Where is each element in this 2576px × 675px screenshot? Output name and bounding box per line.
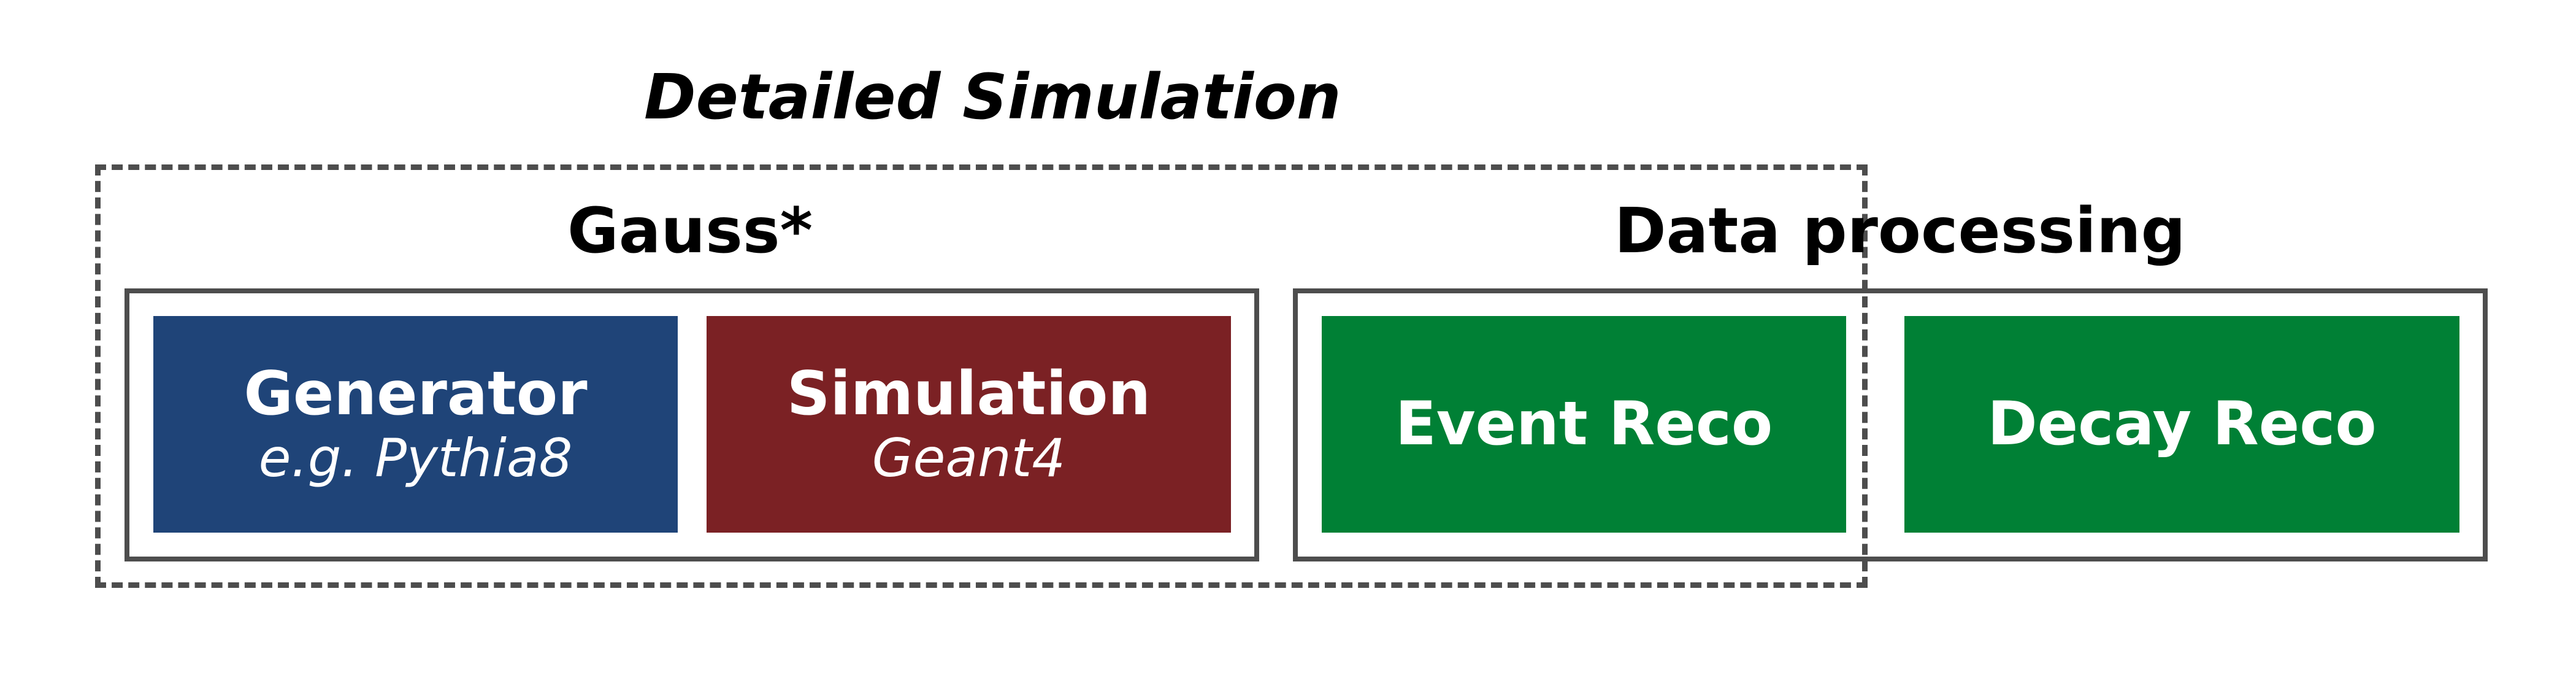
generator-block: Generator e.g. Pythia8 xyxy=(153,316,678,533)
data-processing-group-box xyxy=(1293,288,2488,561)
simulation-block-title: Simulation xyxy=(786,358,1151,429)
data-processing-group-label: Data processing xyxy=(1614,195,2186,268)
event-reco-block: Event Reco xyxy=(1322,316,1846,533)
detailed-simulation-boundary xyxy=(95,164,1868,588)
decay-reco-block-title: Decay Reco xyxy=(1987,389,2377,460)
gauss-group-label: Gauss* xyxy=(567,195,813,268)
event-reco-block-title: Event Reco xyxy=(1395,389,1773,460)
simulation-block-subtitle: Geant4 xyxy=(872,428,1066,490)
detailed-simulation-title: Detailed Simulation xyxy=(644,61,1341,134)
decay-reco-block: Decay Reco xyxy=(1904,316,2459,533)
simulation-block: Simulation Geant4 xyxy=(707,316,1231,533)
gauss-group-box xyxy=(125,288,1259,561)
generator-block-subtitle: e.g. Pythia8 xyxy=(258,428,573,490)
generator-block-title: Generator xyxy=(243,358,588,429)
